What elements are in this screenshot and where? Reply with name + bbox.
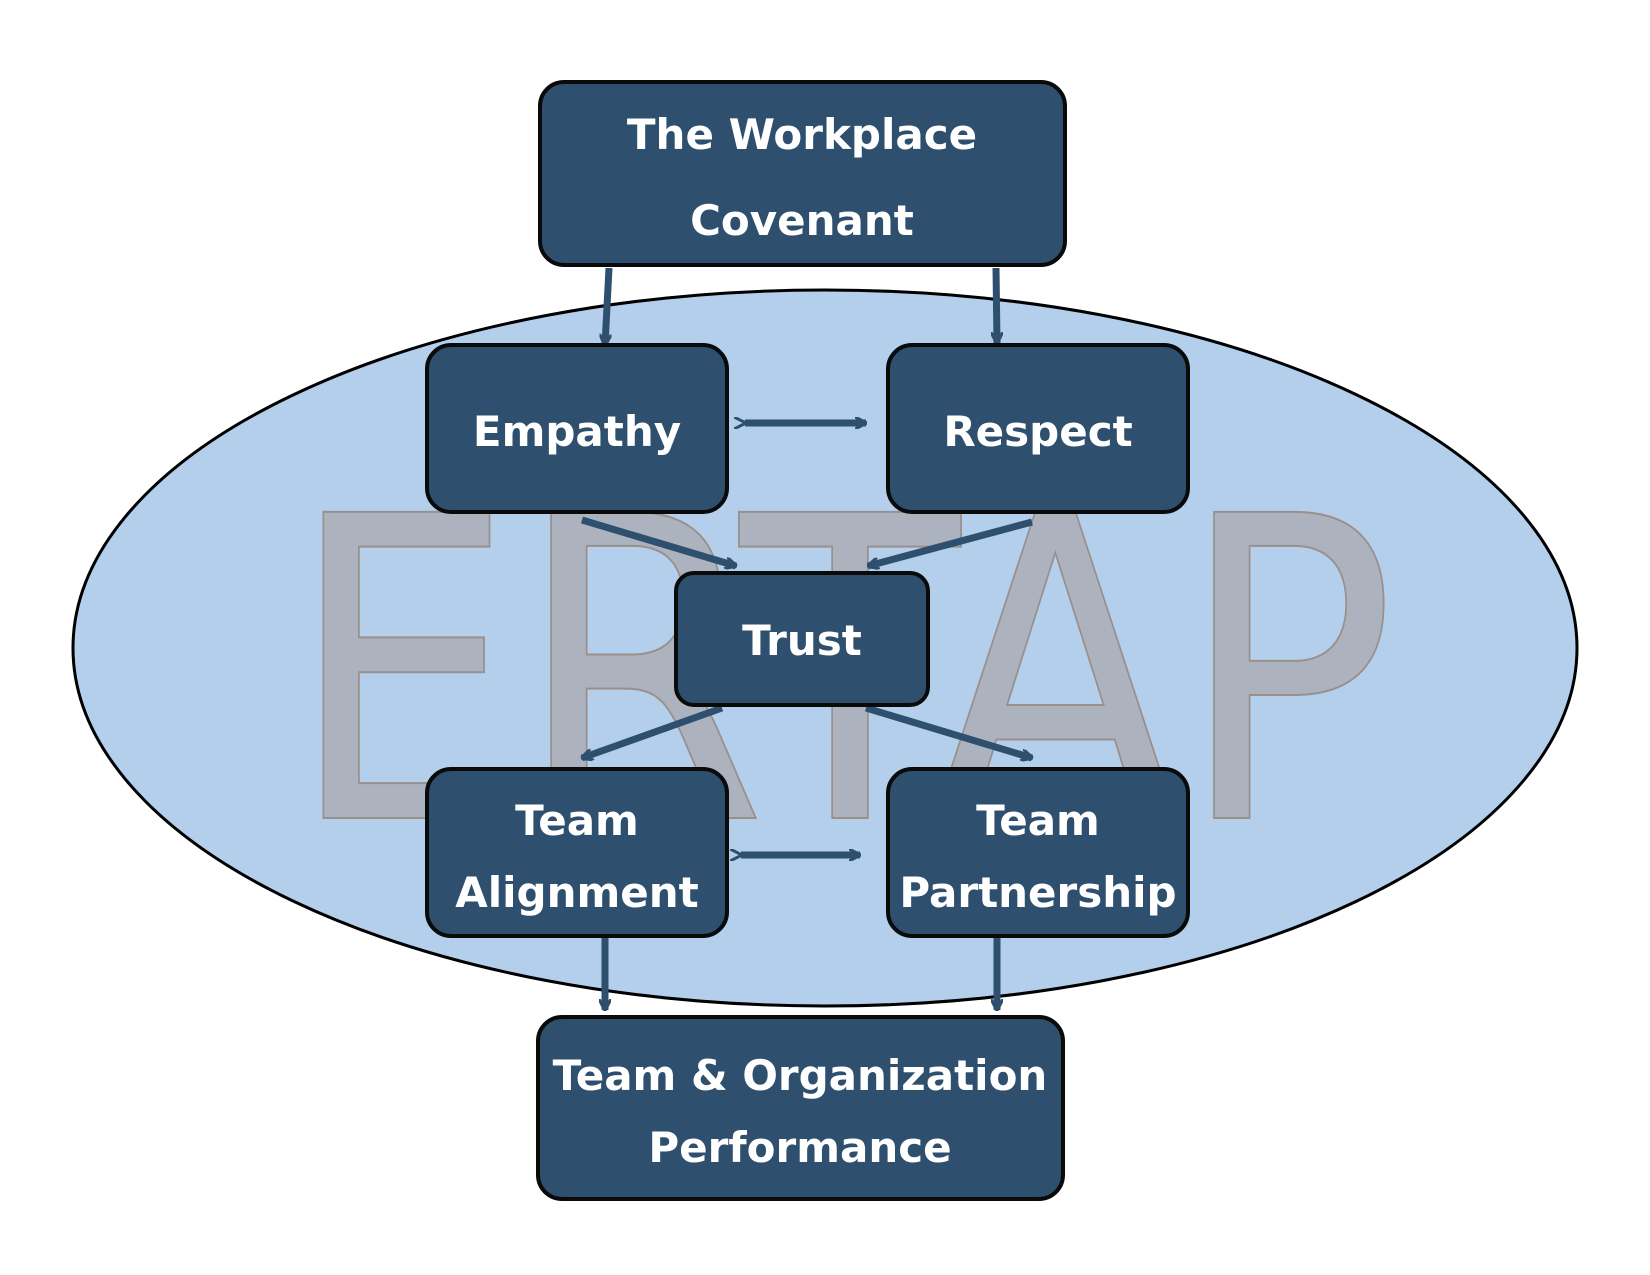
node-partnership-line1: Team — [976, 796, 1100, 845]
node-respect-label: Respect — [943, 407, 1132, 456]
node-alignment-line1: Team — [515, 796, 639, 845]
node-team-alignment: Team Alignment — [425, 767, 729, 938]
node-covenant-line2: Covenant — [690, 196, 914, 245]
node-covenant-line1: The Workplace — [627, 110, 977, 159]
node-alignment-line2: Alignment — [455, 868, 699, 917]
node-respect: Respect — [886, 343, 1190, 514]
node-trust: Trust — [674, 571, 930, 707]
node-workplace-covenant: The Workplace Covenant — [538, 80, 1067, 267]
arrow-covenant-to-empathy — [605, 267, 613, 345]
arrow-trust-to-partnership — [864, 704, 1032, 758]
connector-arrows — [580, 267, 1033, 1010]
node-performance-line2: Performance — [648, 1123, 951, 1172]
arrow-empathy-to-trust — [580, 516, 736, 566]
node-trust-label: Trust — [742, 616, 862, 665]
node-partnership-line2: Partnership — [899, 868, 1176, 917]
node-team-organization-performance: Team & Organization Performance — [536, 1015, 1065, 1201]
arrow-trust-to-alignment — [582, 704, 724, 758]
arrow-respect-to-trust — [868, 518, 1033, 566]
node-performance-line1: Team & Organization — [553, 1051, 1048, 1100]
arrow-covenant-to-respect — [996, 267, 997, 343]
node-empathy-label: Empathy — [473, 407, 681, 456]
node-empathy: Empathy — [425, 343, 729, 514]
node-team-partnership: Team Partnership — [886, 767, 1190, 938]
